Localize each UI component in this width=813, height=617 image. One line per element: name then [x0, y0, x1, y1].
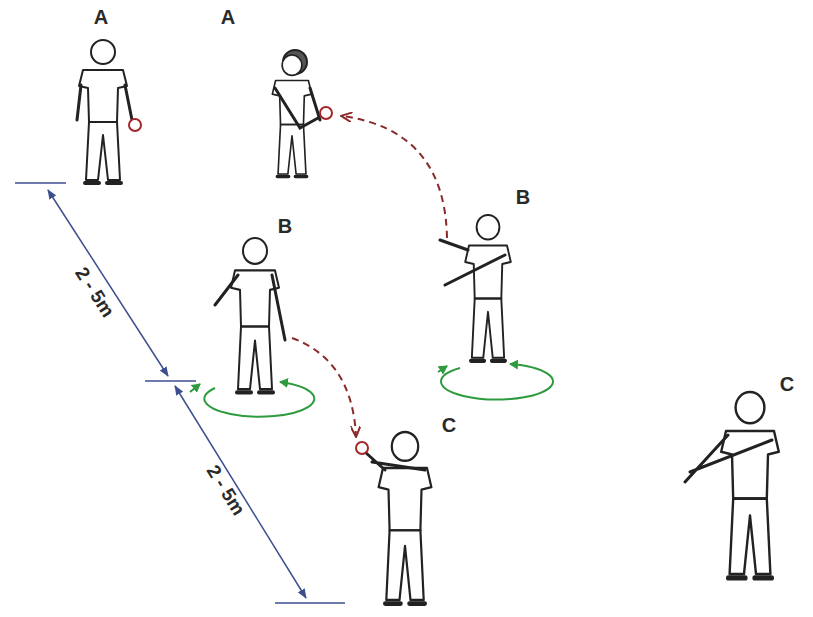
dimension-label: 2 - 5m — [203, 462, 248, 519]
player-figure — [365, 432, 431, 604]
player-label: B — [516, 187, 530, 207]
player-label: B — [278, 216, 292, 236]
player-figure — [215, 238, 285, 392]
player-figure — [272, 50, 320, 177]
player-label: A — [221, 7, 235, 27]
player-label: C — [780, 374, 794, 394]
dimension-line — [15, 183, 345, 603]
throw-path — [292, 116, 447, 436]
player-figure — [440, 215, 511, 361]
player-label: C — [442, 415, 456, 435]
player-figure — [685, 392, 779, 578]
dimension-label: 2 - 5m — [72, 264, 118, 320]
player-label: A — [94, 7, 108, 27]
ball — [129, 107, 368, 454]
player-figure — [77, 40, 133, 183]
